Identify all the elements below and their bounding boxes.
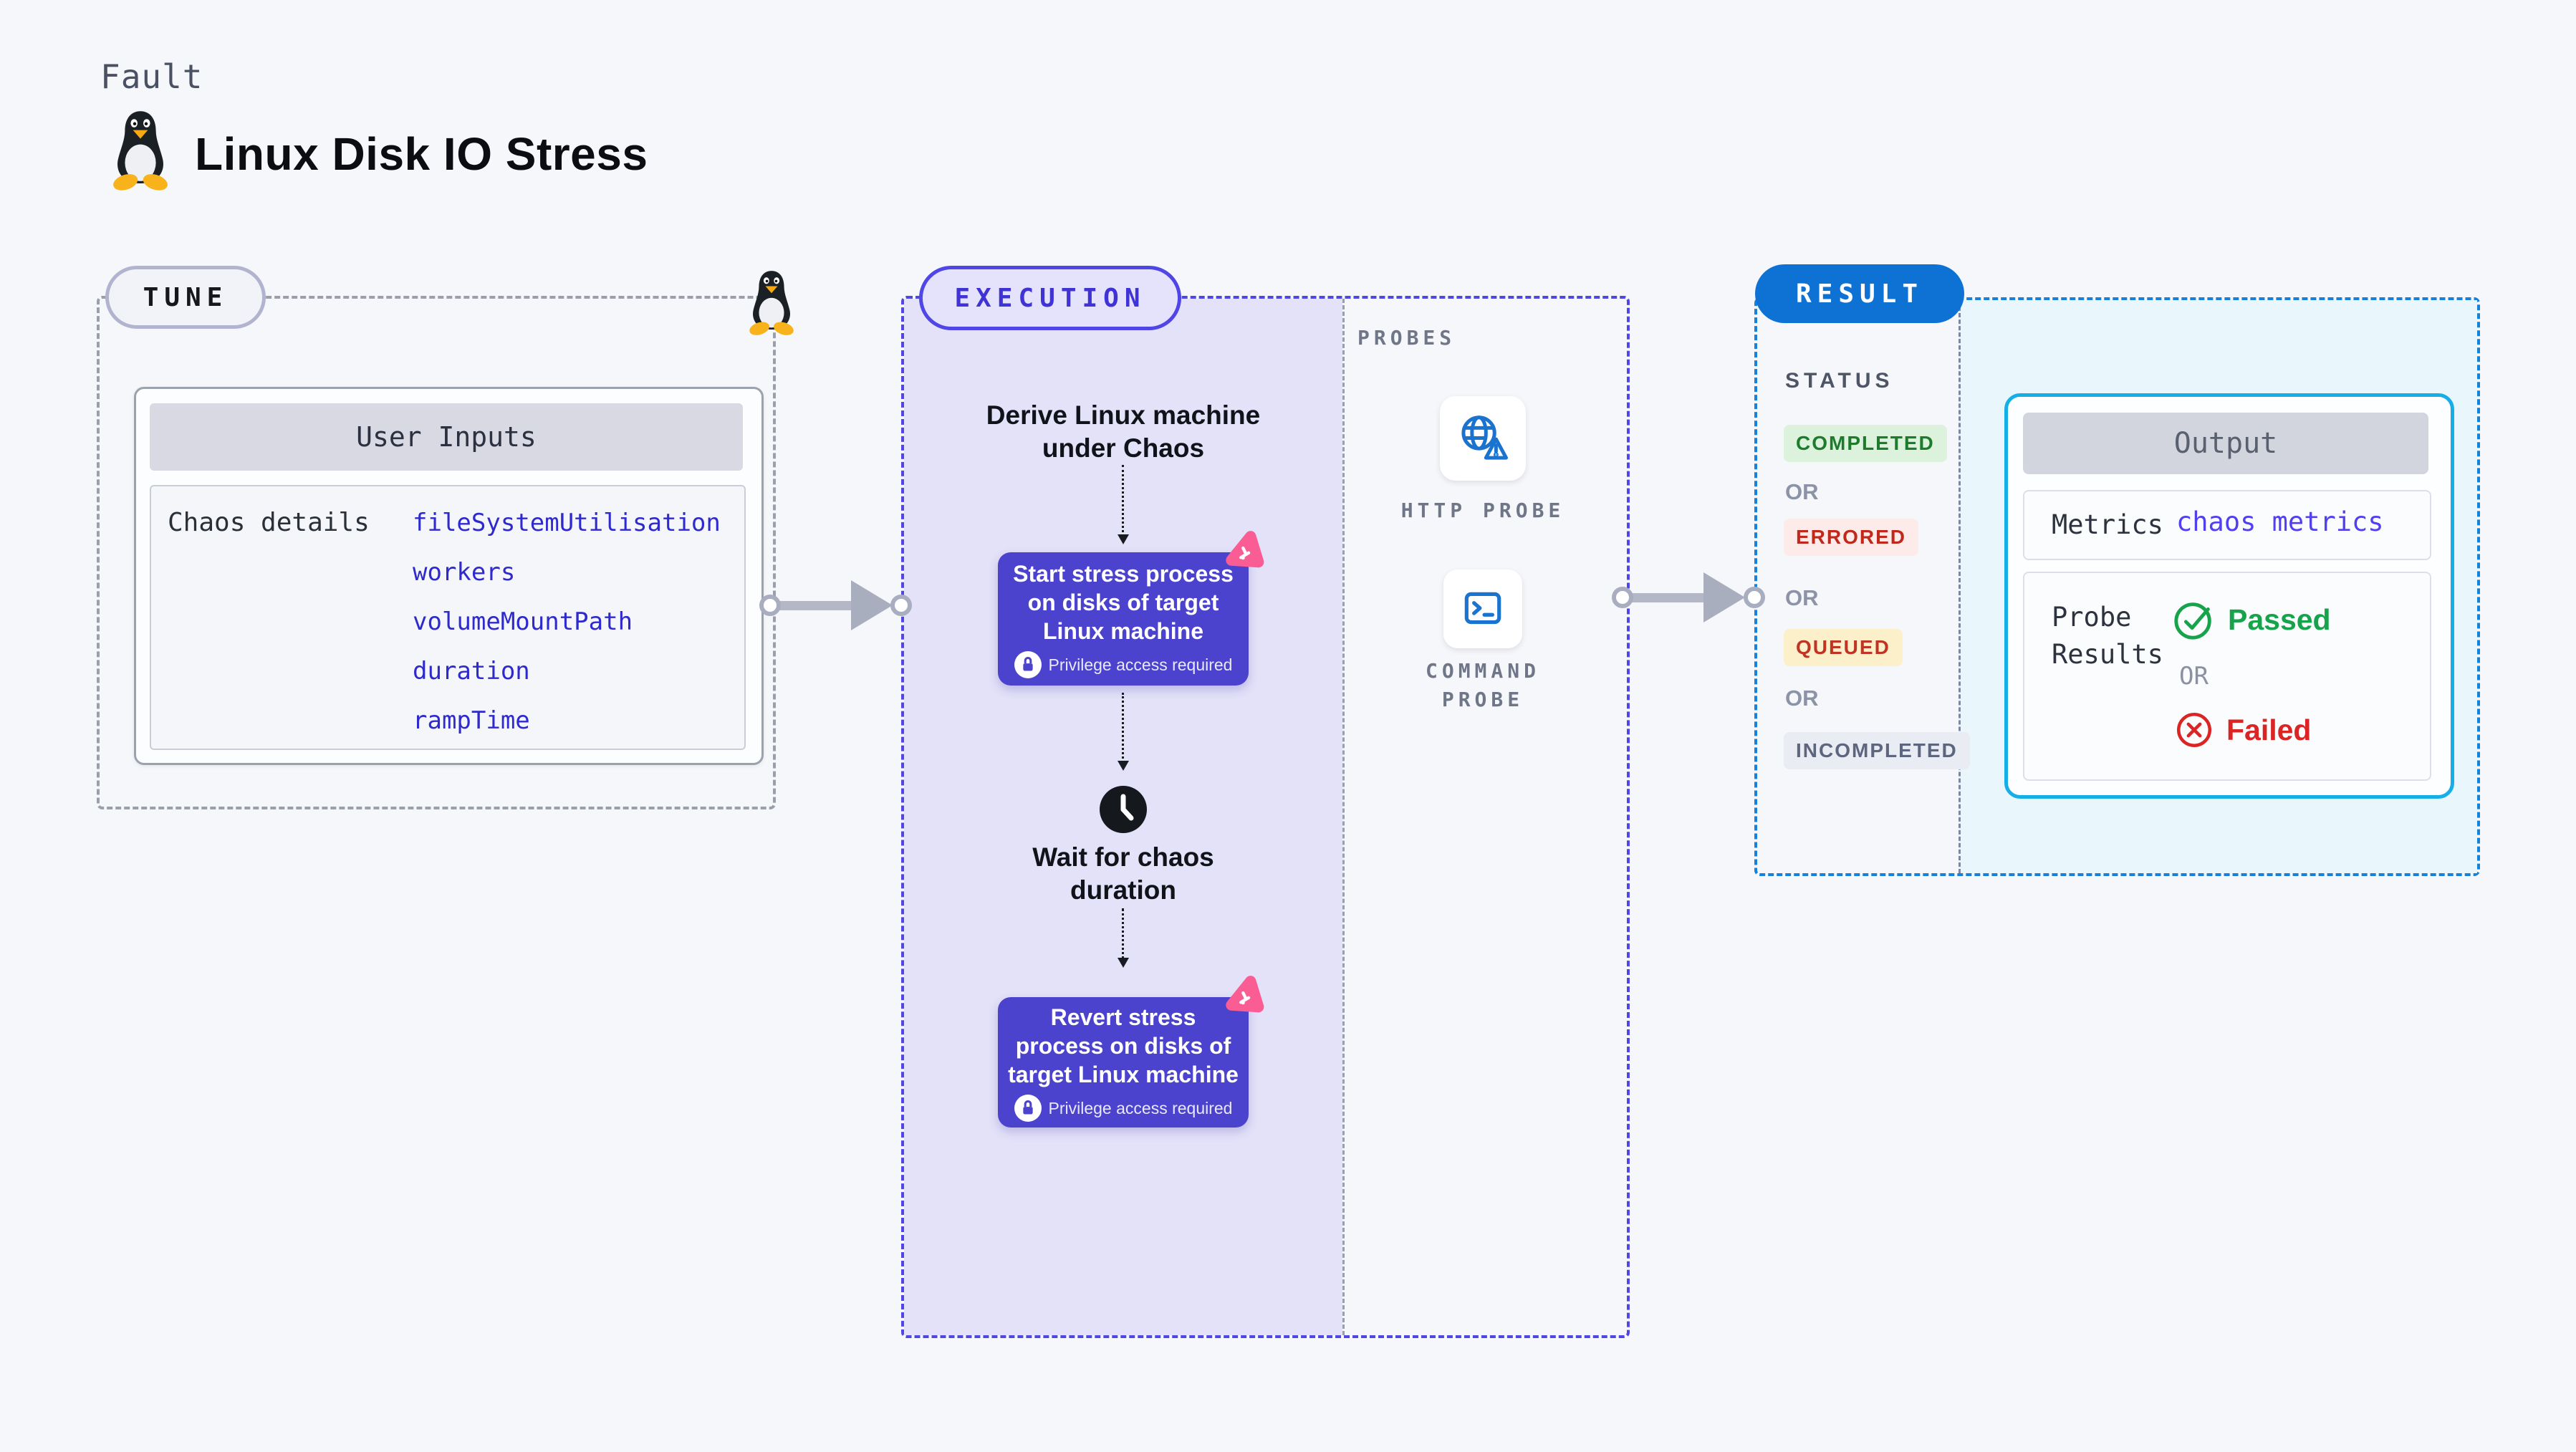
result-section-box: STATUS COMPLETED OR ERRORED OR QUEUED OR… — [1754, 297, 2480, 876]
result-section-pill: RESULT — [1755, 264, 1964, 323]
terminal-icon — [1464, 592, 1501, 625]
x-circle-icon — [2176, 712, 2212, 748]
lock-icon — [1014, 651, 1042, 678]
command-probe-card[interactable] — [1443, 569, 1522, 648]
tune-section-pill: TUNE — [105, 266, 266, 329]
metrics-row: Metrics chaos metrics — [2023, 490, 2431, 560]
user-inputs-header: User Inputs — [150, 403, 743, 471]
connector-port — [759, 595, 781, 616]
status-output-separator — [1959, 300, 1961, 873]
tux-penguin-icon — [747, 271, 796, 335]
metrics-value-link[interactable]: chaos metrics — [2176, 506, 2384, 537]
metrics-label: Metrics — [2052, 509, 2163, 540]
or-label: OR — [1785, 585, 1819, 610]
command-probe-label: COMMAND PROBE — [1425, 659, 1540, 711]
connector-port — [1612, 587, 1633, 608]
or-label: OR — [2179, 662, 2209, 691]
or-label: OR — [1785, 686, 1819, 711]
chaos-details-label: Chaos details — [168, 508, 370, 537]
or-label: OR — [1785, 479, 1819, 504]
failed-result: Failed — [2173, 709, 2311, 751]
probes-section-label: PROBES — [1357, 326, 1456, 350]
revert-stress-node[interactable]: Revert stress process on disks of target… — [998, 997, 1249, 1128]
fault-kind-label: Fault — [100, 57, 203, 96]
tune-input-volumemountpath[interactable]: volumeMountPath — [413, 607, 633, 636]
execution-section-box: Derive Linux machine under Chaos Start s… — [901, 296, 1630, 1338]
passed-result: Passed — [2172, 597, 2331, 642]
connector-line — [779, 601, 854, 610]
page-title: Linux Disk IO Stress — [195, 128, 648, 180]
arrow-right-icon — [1703, 572, 1745, 622]
probe-results-row: Probe Results Passed OR Failed — [2023, 572, 2431, 781]
arrow-right-icon — [851, 580, 893, 630]
check-circle-icon — [2174, 602, 2211, 640]
http-probe-card[interactable] — [1440, 396, 1526, 481]
start-stress-node[interactable]: Start stress process on disks of target … — [998, 552, 1249, 686]
tune-section-box: User Inputs Chaos details fileSystemUtil… — [97, 296, 776, 809]
status-badge-completed: COMPLETED — [1784, 425, 1947, 462]
chaos-experiment-icon — [1221, 974, 1265, 1019]
clock-icon — [1100, 786, 1147, 833]
chaos-details-panel: Chaos details fileSystemUtilisation work… — [150, 485, 746, 750]
tune-input-list: fileSystemUtilisation workers volumeMoun… — [413, 507, 721, 736]
privilege-row: Privilege access required — [1014, 651, 1232, 678]
execution-probes-separator — [1342, 299, 1345, 1335]
user-inputs-card: User Inputs Chaos details fileSystemUtil… — [134, 387, 764, 765]
status-badge-errored: ERRORED — [1784, 519, 1919, 556]
execution-section-pill: EXECUTION — [919, 266, 1181, 330]
probe-results-label: Probe Results — [2052, 602, 2163, 670]
wait-step-text: Wait for chaos duration — [1032, 842, 1214, 905]
tune-input-ramptime[interactable]: rampTime — [413, 706, 530, 735]
flow-arrow-down — [1118, 693, 1129, 771]
status-badge-incompleted: INCOMPLETED — [1784, 732, 1970, 769]
flow-arrow-down — [1118, 908, 1129, 968]
flow-arrow-down — [1118, 465, 1129, 544]
status-column-label: STATUS — [1785, 369, 1894, 393]
derive-step-text: Derive Linux machine under Chaos — [986, 400, 1261, 463]
tux-penguin-icon — [111, 111, 170, 191]
connector-port — [1744, 587, 1765, 608]
tune-input-filesystemutilisation[interactable]: fileSystemUtilisation — [413, 509, 721, 537]
lock-icon — [1014, 1095, 1042, 1122]
tune-input-workers[interactable]: workers — [413, 558, 516, 587]
output-card: Output Metrics chaos metrics Probe Resul… — [2004, 393, 2454, 799]
http-probe-label: HTTP PROBE — [1400, 499, 1565, 522]
chaos-experiment-icon — [1221, 529, 1265, 574]
connector-line — [1632, 593, 1706, 602]
privilege-row: Privilege access required — [1014, 1095, 1232, 1122]
globe-warning-icon — [1461, 415, 1508, 460]
status-badge-queued: QUEUED — [1784, 629, 1903, 666]
tune-input-duration[interactable]: duration — [413, 657, 530, 686]
connector-port — [890, 595, 912, 616]
output-header: Output — [2023, 413, 2428, 474]
